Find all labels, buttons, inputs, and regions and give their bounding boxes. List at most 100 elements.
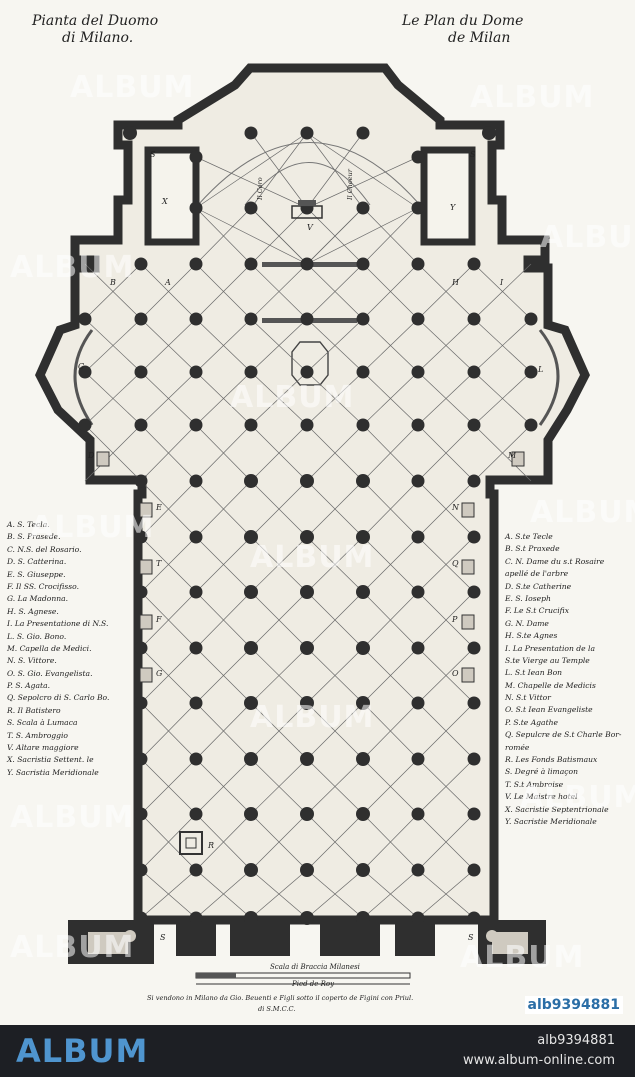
pillar [189,530,203,544]
legend-italian-entry: X. Sacristia Settent. le [7,755,94,765]
legend-italian: A. S. Tecla.B. S. Prasede.C. N.S. del Ro… [7,519,109,779]
legend-french-entry: D. S.te Catherine [505,581,572,591]
label-m: M [507,451,517,460]
legend-italian-entry: R. Il Batistero [7,705,61,715]
altar-step [298,200,316,206]
label-v: V [307,223,314,232]
legend-italian-entry: G. La Madonna. [7,594,69,604]
legend-french-entry: O. S.t Iean Evangeliste [505,705,593,715]
pillar [189,911,203,925]
legend-french-entry: Y. Sacristie Meridionale [505,816,597,826]
pillar [244,126,258,140]
pillar [411,365,425,379]
legend-italian-entry: Y. Sacristia Meridionale [7,767,99,777]
footer-bar: ALBUM alb9394881 www.album-online.com [0,1025,635,1077]
legend-french-entry: C. N. Dame du s.t Rosaire [505,556,605,566]
pillar [356,365,370,379]
pillar [411,257,425,271]
pillar [356,201,370,215]
pillar [300,257,314,271]
pillar [189,641,203,655]
pillar [134,365,148,379]
legend-french-entry: R. Les Fonds Batismaux [505,755,598,765]
chapel-altar [139,667,153,683]
watermark: ALBUM [250,700,375,735]
pillar [134,312,148,326]
crossing-octagon [291,341,329,386]
facade-tower-north-inner [88,932,128,954]
label-h: H [451,278,460,287]
pillar [300,418,314,432]
pillar [244,585,258,599]
label-t: T [156,559,162,568]
pillar [244,911,258,925]
pillar [189,807,203,821]
legend-french-entry: T. S.t Ambroise [505,779,564,789]
pillar [244,807,258,821]
watermark: ALBUM [10,800,135,835]
pillar [356,257,370,271]
pillar [356,530,370,544]
pillar [411,585,425,599]
pillar [467,696,481,710]
pillar [189,150,203,164]
chapel-altar [139,559,153,575]
watermark: ALBUM [10,930,135,965]
pillar [411,150,425,164]
pillar [300,807,314,821]
pillar [300,863,314,877]
pillar [467,911,481,925]
chapel-altar [461,502,475,518]
pillar [300,365,314,379]
label-f: F [155,615,162,624]
pillar [189,365,203,379]
pillar [134,696,148,710]
pillar [524,418,538,432]
legend-italian-entry: D. S. Catterina. [7,557,67,567]
legend-french-entry: G. N. Dame [505,618,549,628]
pillar [189,418,203,432]
scale-sub-caption: Pied de Roy [292,980,335,988]
pillar [189,752,203,766]
facade-portal-3 [320,922,380,956]
footer-image-id: alb9394881 [537,1033,615,1048]
image-id-badge: alb9394881 [524,996,623,1014]
pillar [356,585,370,599]
pillar [244,201,258,215]
pillar [411,807,425,821]
pillar [411,201,425,215]
pillar [300,641,314,655]
pillar [411,418,425,432]
pillar [189,585,203,599]
imprint-line2: di S.M.C.C. [258,1005,296,1013]
album-logo[interactable]: ALBUM [16,1032,149,1070]
watermark: ALBUM [230,380,355,415]
cathedral-floor-plan: X Y V B A C D E T F G R S S S S H I L M … [35,63,590,985]
pillar [134,530,148,544]
pillar [300,585,314,599]
footer-url-link[interactable]: www.album-online.com [462,1053,615,1068]
pillar [356,418,370,432]
chapel-altar [461,614,475,630]
pillar [244,365,258,379]
legend-italian-entry: C. N.S. del Rosario. [7,544,82,554]
title-french-line1: Le Plan du Dome [402,13,524,29]
label-choir-right: Il Choeur [346,168,354,201]
watermark: ALBUM [540,220,635,255]
pillar [244,641,258,655]
pillar [244,863,258,877]
label-r: R [207,841,214,850]
legend-italian-entry: P. S. Agata. [7,681,51,691]
legend-italian-entry: E. S. Giuseppe. [7,569,66,579]
legend-italian-entry: L. S. Gio. Bono. [7,631,67,641]
legend-french-entry: I. La Presentation de la [505,643,595,653]
label-o: O [452,669,459,678]
title-italian-line2: di Milano. [62,30,134,46]
title-french-line2: de Milan [448,30,511,46]
legend-french-entry: V. Le Maistre hotel [505,792,578,802]
pillar [134,418,148,432]
facade-tower-south-inner [492,932,528,954]
pillar [411,312,425,326]
legend-french-entry: S. Degré à limaçon [505,767,578,777]
